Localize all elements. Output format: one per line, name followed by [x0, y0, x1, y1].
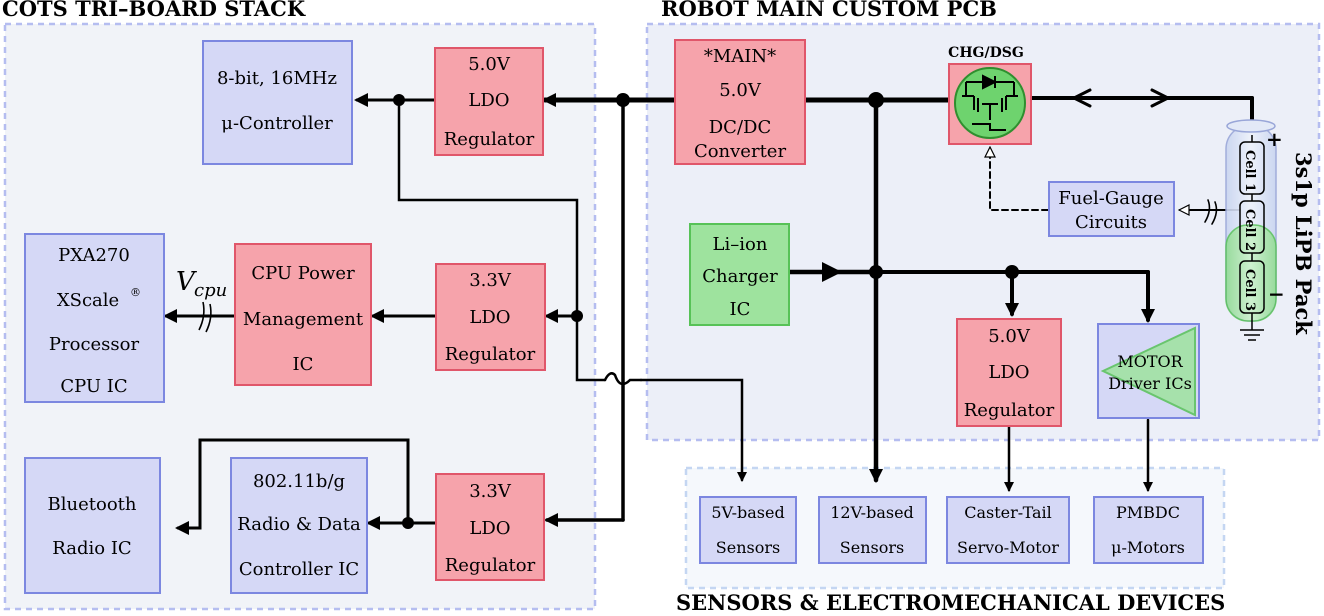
- fuel-line1: Fuel-Gauge: [1058, 188, 1163, 209]
- cpupm-line1: CPU Power: [251, 263, 355, 284]
- ldo-3v3-mid-line2: LDO: [469, 307, 510, 328]
- ldo-3v3-bottom: 3.3V LDO Regulator: [435, 473, 545, 581]
- bt-line2: Radio IC: [52, 538, 131, 559]
- wifi-block: 802.11b/g Radio & Data Controller IC: [230, 457, 368, 594]
- vcpu-subscript: cpu: [194, 280, 227, 301]
- s12v-line2: Sensors: [840, 538, 904, 557]
- battery-pack: + − Cell 1 Cell 2 Cell 3 3s1p LiPB Pack: [1225, 119, 1316, 341]
- bluetooth-block: Bluetooth Radio IC: [24, 457, 161, 594]
- junction-dot: [616, 93, 630, 107]
- pxa-line3: Processor: [49, 334, 140, 355]
- s5v-line1: 5V-based: [711, 503, 784, 522]
- battery-minus: −: [1268, 282, 1285, 306]
- dcdc-line4: Converter: [694, 141, 787, 162]
- dcdc-line3: DC/DC: [709, 117, 771, 138]
- mcu-block: 8-bit, 16MHz μ-Controller: [202, 40, 353, 165]
- junction-dot: [869, 265, 883, 279]
- dcdc-block: *MAIN* 5.0V DC/DC Converter: [674, 39, 806, 165]
- ldo-3v3-bottom-line1: 3.3V: [469, 481, 512, 502]
- ldo-5v-top-line3: Regulator: [444, 129, 535, 150]
- pxa-line4: CPU IC: [60, 376, 127, 397]
- ldo-5v-right-line2: LDO: [988, 362, 1029, 383]
- vcpu-label: V cpu: [176, 267, 227, 333]
- s12v-line1: 12V-based: [830, 503, 914, 522]
- ldo-5v-right: 5.0V LDO Regulator: [956, 318, 1062, 427]
- ldo-3v3-mid: 3.3V LDO Regulator: [435, 263, 546, 371]
- dcdc-line1: *MAIN*: [704, 46, 776, 67]
- chg-dsg-label: CHG/DSG: [948, 45, 1024, 61]
- chg-dsg-switch: CHG/DSG: [948, 45, 1032, 145]
- ldo-5v-top-line2: LDO: [468, 90, 509, 111]
- pxa-registered-mark: ®: [130, 286, 141, 299]
- wifi-line2: Radio & Data: [237, 514, 361, 535]
- junction-dot: [868, 92, 884, 108]
- bt-line1: Bluetooth: [48, 494, 137, 515]
- ldo-5v-top-line1: 5.0V: [468, 54, 511, 75]
- battery-plus: +: [1266, 127, 1283, 151]
- region-title-cots: COTS TRI–BOARD STACK: [2, 0, 306, 21]
- junction-dot: [393, 94, 405, 106]
- pxa-line2: XScale: [57, 290, 119, 311]
- junction-dots: [393, 92, 1019, 529]
- ldo-3v3-mid-line1: 3.3V: [469, 270, 512, 291]
- ldo-5v-right-line1: 5.0V: [988, 326, 1031, 347]
- mcu-line1: 8-bit, 16MHz: [217, 68, 337, 89]
- sensors-12v-block: 12V-based Sensors: [818, 496, 927, 564]
- wifi-line3: Controller IC: [239, 559, 359, 580]
- cpupm-line2: Management: [243, 309, 364, 330]
- wifi-line1: 802.11b/g: [253, 471, 345, 492]
- vcpu-main: V: [176, 267, 197, 297]
- battery-pack-label: 3s1p LiPB Pack: [1291, 152, 1316, 335]
- cpupm-line3: IC: [293, 354, 314, 375]
- cell-2-label: Cell 2: [1242, 209, 1257, 251]
- junction-dot: [402, 517, 414, 529]
- charger-line2: Charger: [702, 266, 778, 287]
- fuel-line2: Circuits: [1075, 212, 1147, 233]
- cpu-power-mgmt-block: CPU Power Management IC: [234, 243, 372, 386]
- dcdc-line2: 5.0V: [719, 80, 762, 101]
- motor-line2: Driver ICs: [1108, 374, 1192, 393]
- ldo-3v3-bottom-line3: Regulator: [445, 555, 536, 576]
- motor-driver-block: MOTOR Driver ICs: [1097, 323, 1200, 419]
- pmbdc-line2: μ-Motors: [1111, 538, 1185, 557]
- s5v-line2: Sensors: [716, 538, 780, 557]
- cell-1-label: Cell 1: [1242, 150, 1257, 192]
- ldo-5v-top: 5.0V LDO Regulator: [434, 47, 544, 156]
- mcu-line2: μ-Controller: [221, 113, 333, 134]
- caster-servo-block: Caster-Tail Servo-Motor: [946, 496, 1070, 564]
- mosfet-icon: [962, 74, 1018, 131]
- fuel-gauge-block: Fuel-Gauge Circuits: [1048, 181, 1175, 237]
- charger-block: Li–ion Charger IC: [689, 223, 790, 326]
- sensors-5v-block: 5V-based Sensors: [699, 496, 797, 564]
- region-title-sensors: SENSORS & ELECTROMECHANICAL DEVICES: [676, 590, 1225, 612]
- ldo-3v3-bottom-line2: LDO: [469, 518, 510, 539]
- region-title-robot-pcb: ROBOT MAIN CUSTOM PCB: [661, 0, 997, 21]
- pxa270-block: PXA270 XScale ® Processor CPU IC: [24, 233, 165, 403]
- pxa-line1: PXA270: [58, 245, 130, 266]
- charger-line3: IC: [730, 299, 751, 320]
- pmbdc-line1: PMBDC: [1116, 503, 1180, 522]
- junction-dot: [571, 310, 583, 322]
- ldo-5v-right-line3: Regulator: [964, 400, 1055, 421]
- ldo-3v3-mid-line3: Regulator: [445, 344, 536, 365]
- charger-line1: Li–ion: [713, 234, 768, 255]
- caster-line1: Caster-Tail: [964, 503, 1052, 522]
- motor-line1: MOTOR: [1117, 352, 1183, 371]
- caster-line2: Servo-Motor: [957, 538, 1059, 557]
- junction-dot: [1005, 265, 1019, 279]
- pmbdc-motors-block: PMBDC μ-Motors: [1093, 496, 1204, 564]
- cell-3-label: Cell 3: [1242, 269, 1257, 311]
